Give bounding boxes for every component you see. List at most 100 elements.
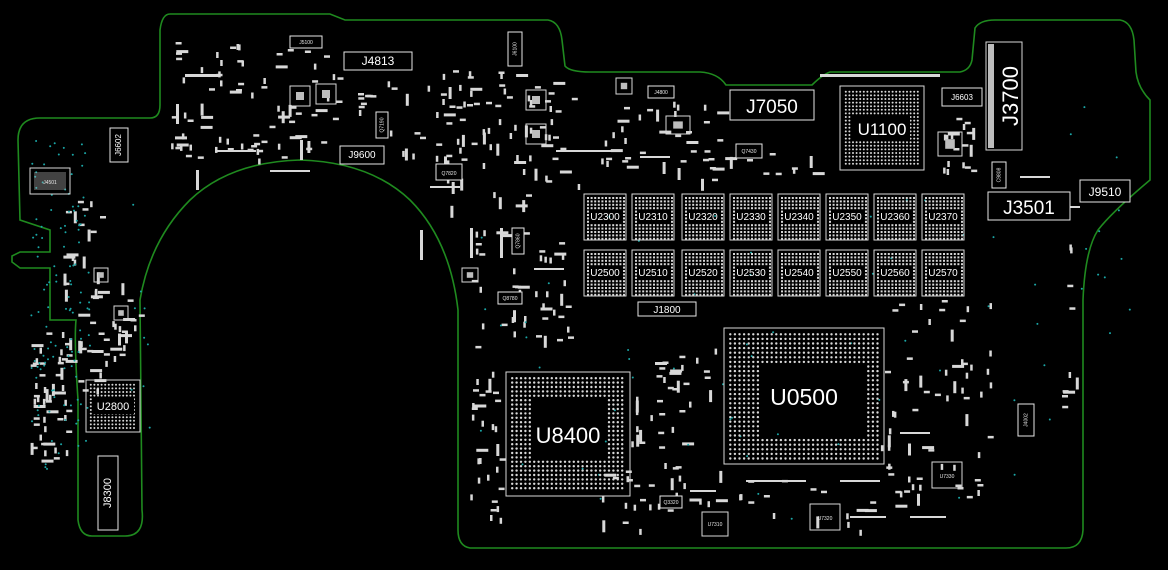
memory-pad (695, 200, 698, 203)
j6100-connector[interactable]: J6100 (507, 31, 523, 67)
j5100-connector[interactable]: J5100 (289, 35, 323, 49)
via (79, 301, 82, 304)
via (70, 283, 73, 286)
bga-ball (844, 137, 847, 140)
u7310-part[interactable]: U7310 (701, 511, 729, 537)
passive-component (456, 106, 463, 109)
memory-pad (663, 200, 666, 203)
bga-ball (779, 360, 783, 364)
bga-ball (844, 112, 847, 115)
memory-pad (642, 259, 645, 262)
bga-ball (519, 421, 523, 424)
passive-component (514, 124, 517, 131)
memory-pad (587, 207, 589, 210)
j7050-connector[interactable]: J7050 (729, 89, 815, 121)
bga-ball (862, 152, 865, 154)
bga-ball (607, 438, 611, 441)
j3501-connector[interactable]: J3501 (987, 191, 1071, 221)
u2800-package[interactable]: U2800 (85, 379, 141, 433)
q7430-part[interactable]: Q7430 (735, 143, 763, 159)
memory-pad (799, 224, 801, 227)
memory-chip-u2340[interactable]: U2340 (777, 193, 821, 241)
memory-pad (799, 259, 801, 262)
memory-chip-u2360[interactable]: U2360 (873, 193, 917, 241)
u7320-part[interactable]: U7320 (809, 503, 841, 531)
q8780-part[interactable]: Q8780 (497, 291, 523, 305)
memory-pad (747, 203, 750, 206)
memory-chip-label: U2570 (928, 268, 958, 279)
u7330-part[interactable]: U7330 (931, 461, 963, 489)
bga-ball (855, 141, 858, 144)
memory-chip-u2330[interactable]: U2330 (729, 193, 773, 241)
memory-pad (685, 224, 687, 227)
q3320-part[interactable]: Q3320 (659, 495, 683, 509)
j1800-connector[interactable]: J1800 (637, 301, 697, 317)
j9600-connector[interactable]: J9600 (339, 145, 385, 165)
j4501-connector[interactable]: J4501 (29, 167, 71, 195)
bga-ball (816, 342, 819, 345)
via (53, 396, 56, 399)
memory-pad (667, 283, 670, 286)
memory-pad (765, 231, 768, 233)
via (1115, 156, 1118, 159)
memory-pad (909, 263, 912, 266)
memory-pad (736, 263, 739, 266)
q7190-part[interactable]: Q7190 (375, 111, 389, 139)
memory-pad (953, 237, 956, 240)
memory-pad (695, 203, 698, 206)
trace-pad (850, 516, 886, 518)
u1100-package[interactable]: U1100 (839, 85, 925, 171)
memory-pad (928, 227, 931, 230)
memory-chip-u2500[interactable]: U2500 (583, 249, 627, 297)
j6603-connector[interactable]: J6603 (941, 87, 983, 107)
memory-pad (645, 256, 648, 259)
memory-chip-u2520[interactable]: U2520 (681, 249, 725, 297)
memory-pad (847, 224, 849, 227)
u8400-package[interactable]: U8400 (505, 371, 631, 497)
j4800-connector[interactable]: J4800 (647, 85, 675, 99)
memory-chip-u2550[interactable]: U2550 (825, 249, 869, 297)
memory-pad (688, 256, 691, 259)
j6602-connector[interactable]: J6602 (109, 127, 129, 163)
bga-ball (873, 105, 876, 108)
memory-chip-u2510[interactable]: U2510 (631, 249, 675, 297)
bga-ball (862, 443, 865, 446)
memory-pad (743, 287, 746, 289)
memory-chip-u2540[interactable]: U2540 (777, 249, 821, 297)
j9510-connector[interactable]: J9510 (1079, 179, 1131, 203)
passive-component (247, 148, 254, 152)
bga-ball (729, 337, 732, 341)
q3320-outline (659, 495, 683, 509)
q7860-part[interactable]: Q7860 (511, 227, 525, 255)
memory-chip-u2320[interactable]: U2320 (681, 193, 725, 241)
j3700-connector[interactable]: J3700 (985, 41, 1023, 151)
memory-pad (854, 237, 857, 240)
memory-chip-u2560[interactable]: U2560 (873, 249, 917, 297)
bga-ball (866, 141, 869, 144)
via (36, 409, 39, 412)
memory-chip-u2310[interactable]: U2310 (631, 193, 675, 241)
j8300-connector[interactable]: J8300 (97, 455, 119, 531)
bga-ball (839, 438, 842, 442)
bga-ball (906, 141, 908, 144)
u0500-package[interactable]: U0500 (723, 327, 885, 465)
memory-pad (925, 197, 927, 199)
j4813-connector[interactable]: J4813 (343, 51, 413, 71)
memory-chip-u2300[interactable]: U2300 (583, 193, 627, 241)
q7820-part[interactable]: Q7820 (435, 163, 463, 181)
memory-pad (817, 280, 819, 283)
bga-ball (729, 429, 732, 433)
j4002-connector[interactable]: J4002 (1017, 403, 1035, 437)
memory-chip-u2350[interactable]: U2350 (825, 193, 869, 241)
memory-pad (784, 293, 787, 296)
memory-pad (706, 280, 709, 283)
c9808-part[interactable]: C9808 (991, 161, 1007, 189)
bga-ball (616, 399, 619, 402)
memory-pad (601, 197, 604, 199)
passive-component (550, 119, 554, 126)
memory-chip-u2570[interactable]: U2570 (921, 249, 965, 297)
memory-chip-u2530[interactable]: U2530 (729, 249, 773, 297)
memory-chip-u2370[interactable]: U2370 (921, 193, 965, 241)
bga-ball (852, 141, 854, 144)
passive-component (966, 131, 973, 135)
